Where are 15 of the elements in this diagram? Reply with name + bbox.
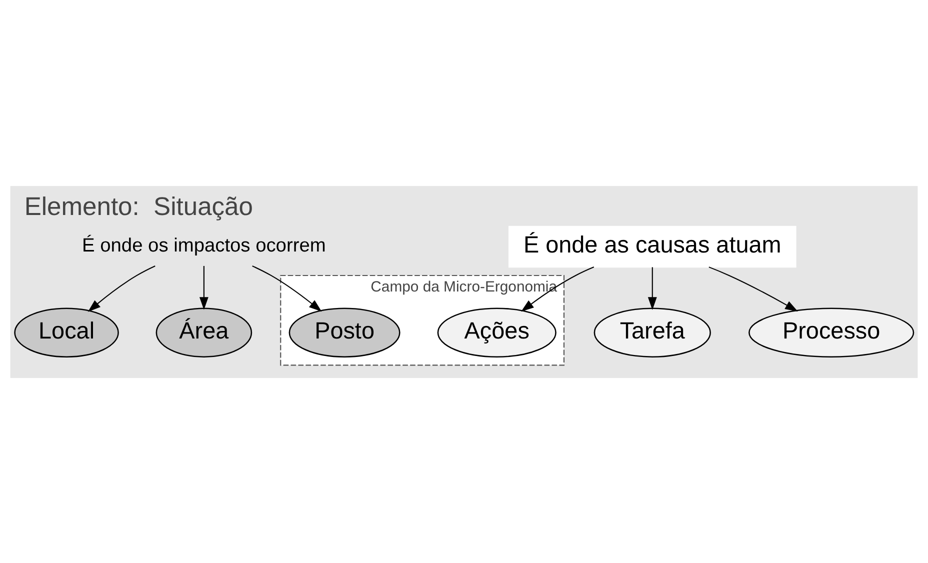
- node-box: É onde as causas atuam: [508, 225, 796, 268]
- node-ellipse: Posto: [288, 307, 400, 357]
- arrow: [648, 266, 657, 310]
- arrow: [708, 266, 798, 311]
- node-ellipse: Área: [156, 307, 252, 357]
- node-ellipse: Local: [14, 307, 119, 357]
- arrow: [199, 265, 208, 310]
- arrow: [88, 265, 156, 312]
- arrow: [252, 264, 322, 312]
- arrow: [521, 266, 594, 312]
- diagram-title: Elemento: Situação: [24, 192, 253, 220]
- node-ellipse: Ações: [437, 307, 556, 357]
- node-ellipse: Processo: [748, 307, 914, 357]
- node-text: É onde os impactos ocorrem: [82, 234, 326, 256]
- node-ellipse: Tarefa: [594, 307, 711, 357]
